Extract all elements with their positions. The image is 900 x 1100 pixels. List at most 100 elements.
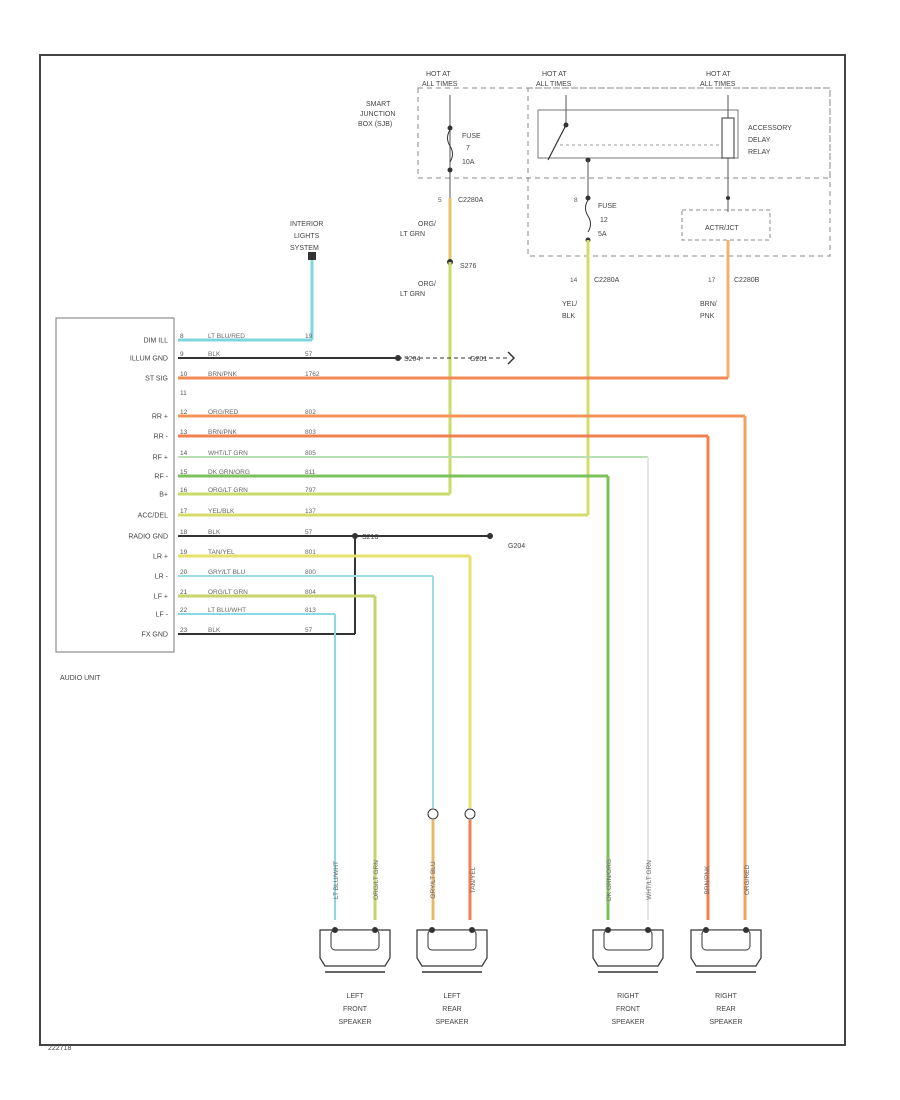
audio-pin-name: ILLUM GND — [130, 356, 168, 363]
fuse-left-rating: 10A — [462, 159, 475, 166]
audio-pin-name: RF - — [154, 474, 168, 481]
audio-pin-circuit: 19 — [305, 333, 313, 340]
audio-pin-name: FX GND — [142, 632, 168, 639]
wire-left-color-2: LT GRN — [400, 231, 425, 238]
interior-lights-1: INTERIOR — [290, 221, 323, 228]
audio-pin-wire-color: BRN/PNK — [208, 371, 238, 378]
audio-pin-wire-color: BLK — [208, 627, 221, 634]
relay-label-1: ACCESSORY — [748, 125, 792, 132]
audio-pin-wire-color: ORG/LT GRN — [208, 589, 248, 596]
audio-pin-wire-color: WHT/LT GRN — [208, 450, 248, 457]
relay-box — [527, 87, 831, 257]
audio-pin-number: 13 — [180, 429, 188, 436]
audio-pin-wire-color: ORG/LT GRN — [208, 487, 248, 494]
audio-pin-number: 22 — [180, 607, 188, 614]
speaker-label: SPEAKER — [709, 1019, 742, 1026]
audio-pin-number: 12 — [180, 409, 188, 416]
relay-label-3: RELAY — [748, 149, 771, 156]
audio-pin-number: 10 — [180, 371, 188, 378]
speaker-wire-label: LT BLU/WHT — [333, 861, 340, 899]
sjb-label-1: SMART — [366, 101, 391, 108]
audio-pin-wire-color: BLK — [208, 351, 221, 358]
wire-mid-color-2: BLK — [562, 313, 576, 320]
speaker-label: RIGHT — [617, 993, 640, 1000]
audio-pin-circuit: 797 — [305, 487, 316, 494]
audio-pin-wire-color: ORG/RED — [208, 409, 239, 416]
ground-top-icon — [507, 351, 516, 365]
audio-pin-name: RADIO GND — [128, 534, 168, 541]
lr-plus-connector-icon — [464, 808, 476, 820]
relay-switch-icon — [547, 124, 567, 161]
wire-right-color-2: PNK — [700, 313, 715, 320]
wire-left-color-1: ORG/ — [418, 221, 436, 228]
ground-splice-top: S204 — [404, 356, 420, 363]
audio-pin-number: 18 — [180, 529, 188, 536]
audio-unit-box — [55, 317, 175, 653]
lr-minus-connector-icon — [427, 808, 439, 820]
diagram-frame — [39, 54, 846, 1046]
audio-pin-number: 21 — [180, 589, 188, 596]
splice-label: S276 — [460, 263, 476, 270]
audio-pin-name: ST SIG — [145, 376, 168, 383]
audio-pin-name: DIM ILL — [143, 338, 168, 345]
audio-pin-wire-color: BLK — [208, 529, 221, 536]
audio-pin-wire-color: BRN/PNK — [208, 429, 238, 436]
wire-right-color-1: BRN/ — [700, 301, 717, 308]
sjb-box — [417, 87, 831, 179]
wire-left2-color-2: LT GRN — [400, 291, 425, 298]
relay-coil-icon — [721, 117, 735, 159]
audio-pin-circuit: 802 — [305, 409, 316, 416]
audio-pin-circuit: 1762 — [305, 371, 320, 378]
audio-pin-name: RF + — [153, 455, 168, 462]
speaker-wire-label: ORG/LT GRN — [373, 860, 380, 900]
sjb-label-2: JUNCTION — [360, 111, 395, 118]
audio-pin-circuit: 805 — [305, 450, 316, 457]
audio-pin-name: LR - — [155, 574, 169, 581]
audio-pin-number: 19 — [180, 549, 188, 556]
speaker-label: RIGHT — [715, 993, 738, 1000]
conn-left-label: C2280A — [458, 197, 484, 204]
relay-label-2: DELAY — [748, 137, 771, 144]
wire-mid-color-1: YEL/ — [562, 301, 577, 308]
speaker-label: SPEAKER — [611, 1019, 644, 1026]
conn-mid-pin: 14 — [570, 277, 578, 284]
audio-pin-name: RR + — [152, 414, 168, 421]
interior-lights-3: SYSTEM — [290, 245, 319, 252]
audio-pin-wire-color: DK GRN/ORG — [208, 469, 250, 476]
speaker-wire-label: ORG/RED — [744, 865, 751, 896]
relay-inner-box — [537, 109, 739, 159]
actr-label: ACTR/JCT — [705, 225, 740, 232]
audio-pin-name: B+ — [159, 492, 168, 499]
speaker-wire-label: WHT/LT GRN — [646, 860, 653, 900]
fuse-right-name: FUSE — [598, 203, 617, 210]
conn-right-label: C2280B — [734, 277, 760, 284]
fuse-left-num: 7 — [466, 145, 470, 152]
audio-pin-circuit: 804 — [305, 589, 316, 596]
speaker-label: REAR — [442, 1006, 461, 1013]
fuse-left-name: FUSE — [462, 133, 481, 140]
audio-pin-name: LR + — [153, 554, 168, 561]
audio-pin-wire-color: GRY/LT BLU — [208, 569, 246, 576]
speaker-label: LEFT — [443, 993, 461, 1000]
audio-unit-label: AUDIO UNIT — [60, 675, 101, 682]
interior-lights-conn-icon — [308, 252, 316, 260]
speaker-label: FRONT — [616, 1006, 641, 1013]
audio-pin-number: 9 — [180, 351, 184, 358]
audio-pin-circuit: 800 — [305, 569, 316, 576]
audio-pin-name: LF - — [156, 612, 169, 619]
hot-right-line2: ALL TIMES — [700, 81, 736, 88]
audio-pin-wire-color: LT BLU/RED — [208, 333, 245, 340]
speaker-label: SPEAKER — [338, 1019, 371, 1026]
ground-splice-bot: S218 — [362, 534, 378, 541]
ground-label-bot: G204 — [508, 543, 525, 550]
hot-mid-line2: ALL TIMES — [536, 81, 572, 88]
audio-pin-number: 17 — [180, 508, 188, 515]
audio-pin-circuit: 801 — [305, 549, 316, 556]
audio-pin-wire-color: YEL/BLK — [208, 508, 235, 515]
audio-pin-number: 11 — [180, 390, 187, 397]
wire-left2-color-1: ORG/ — [418, 281, 436, 288]
